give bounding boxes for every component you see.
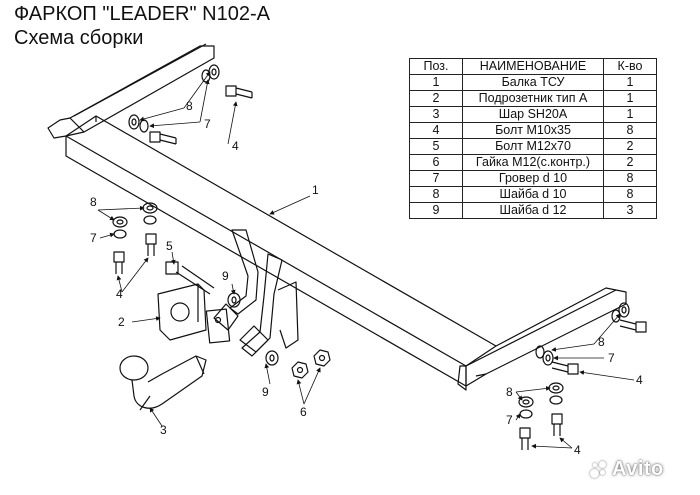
callout-4-left: 4 bbox=[116, 287, 123, 301]
callout-7-bottom: 7 bbox=[506, 413, 513, 427]
callout-1: 1 bbox=[312, 183, 319, 197]
callout-8-top: 8 bbox=[186, 99, 193, 113]
row-quantity: 3 bbox=[603, 202, 657, 219]
callout-4-bottom: 4 bbox=[574, 443, 581, 457]
washers bbox=[112, 64, 630, 419]
callout-8-bottom: 8 bbox=[506, 385, 513, 399]
tow-ball bbox=[119, 355, 207, 411]
callout-5: 5 bbox=[166, 239, 173, 253]
drawing-subtitle: Схема сборки bbox=[14, 27, 144, 49]
row-name: Гровер d 10 bbox=[462, 170, 604, 187]
socket-bracket bbox=[157, 283, 231, 344]
row-name: Шайба d 10 bbox=[462, 186, 604, 203]
bolts-m10x35 bbox=[113, 85, 647, 450]
callout-9-upper: 9 bbox=[222, 269, 229, 283]
row-name: Подрозетник тип А bbox=[462, 90, 604, 107]
callout-6: 6 bbox=[300, 405, 307, 419]
row-name: Шар SH20A bbox=[462, 106, 604, 123]
column-header-name: НАИМЕНОВАНИЕ bbox=[462, 58, 604, 75]
leader-lines bbox=[97, 71, 635, 449]
callout-8-left: 8 bbox=[90, 195, 97, 209]
callout-2: 2 bbox=[118, 315, 125, 329]
callout-9-lower: 9 bbox=[262, 385, 269, 399]
nuts-m12 bbox=[291, 349, 331, 379]
avito-logo-icon bbox=[590, 460, 608, 479]
avito-watermark: Avito bbox=[590, 458, 664, 481]
tow-bar-beam bbox=[47, 43, 627, 391]
callout-7-right: 7 bbox=[608, 351, 615, 365]
callout-3: 3 bbox=[160, 423, 167, 437]
bolt-m12x70 bbox=[165, 261, 215, 295]
callout-7-left: 7 bbox=[90, 231, 97, 245]
row-name: Шайба d 12 bbox=[462, 202, 604, 219]
callout-7-top: 7 bbox=[204, 117, 211, 131]
callout-4-top: 4 bbox=[232, 139, 239, 153]
callout-4-right: 4 bbox=[636, 373, 643, 387]
row-name: Гайка М12(с.контр.) bbox=[462, 154, 604, 171]
callout-8-right: 8 bbox=[598, 335, 605, 349]
avito-watermark-text: Avito bbox=[612, 458, 664, 480]
drawing-title: ФАРКОП "LEADER" N102-A bbox=[14, 3, 270, 25]
